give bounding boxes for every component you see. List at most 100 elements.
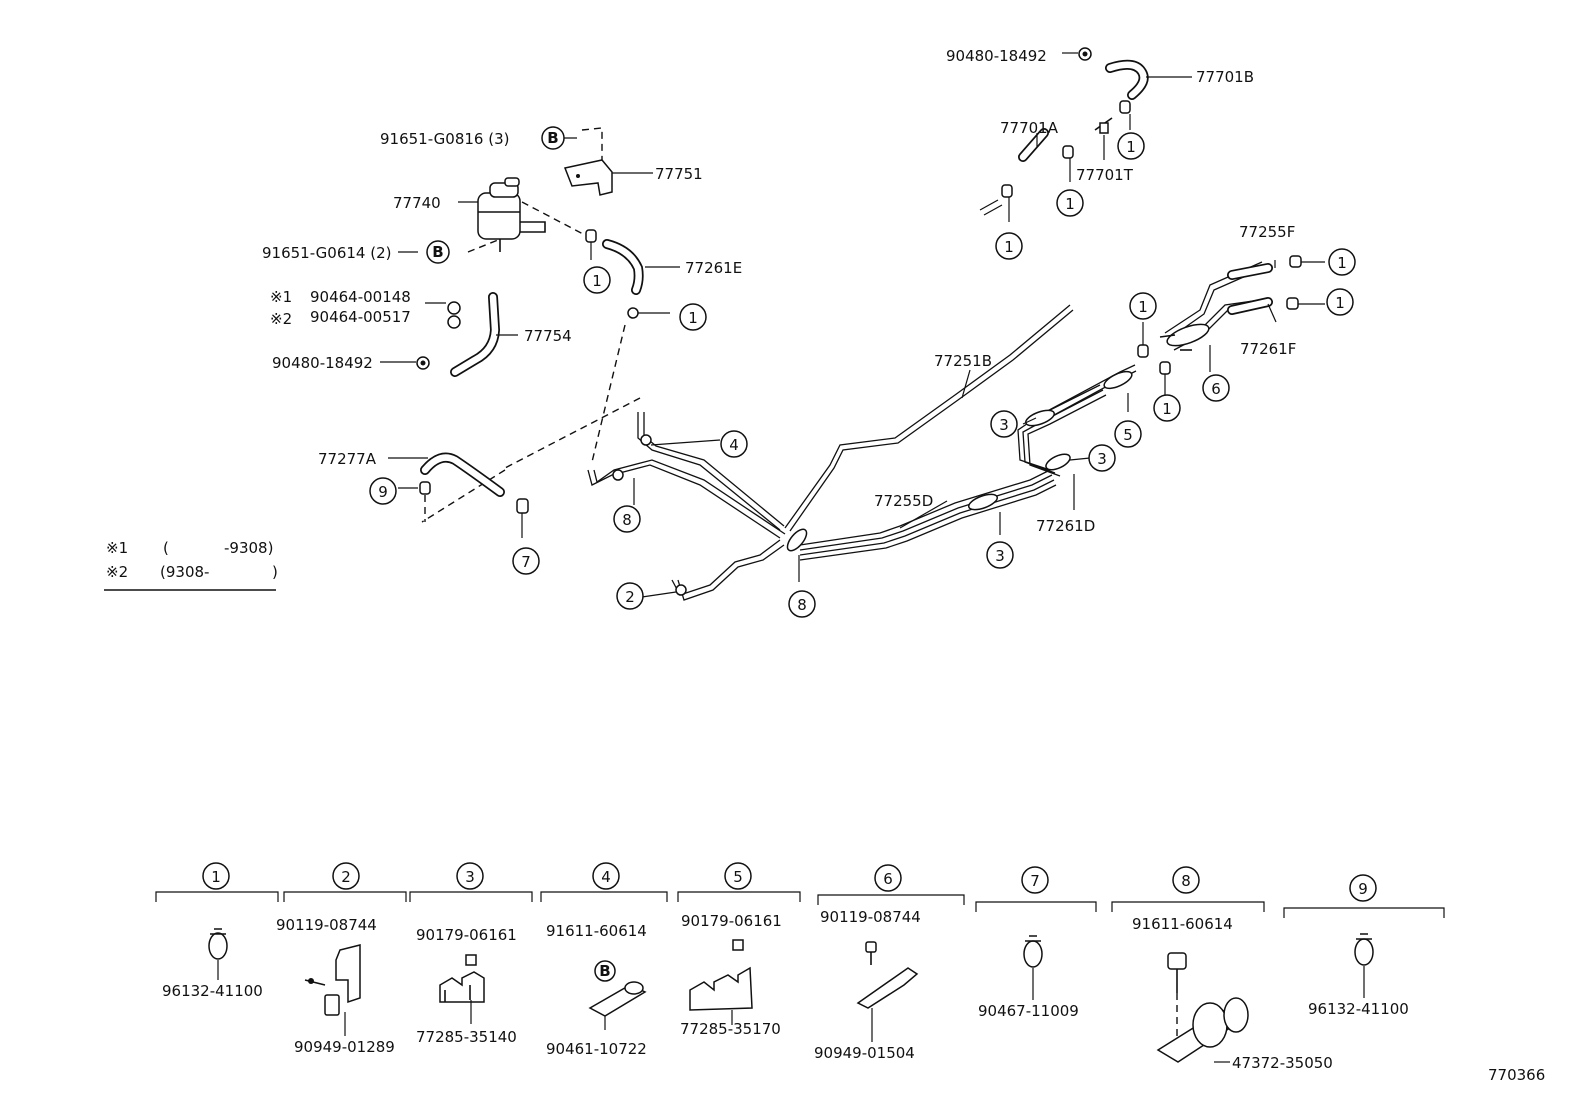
clamp-5-main	[1103, 370, 1133, 390]
callout-1-i: 1	[1153, 394, 1181, 422]
label-90480-18492-left: 90480-18492	[272, 354, 373, 372]
label-77701A: 77701A	[1000, 119, 1059, 137]
svg-text:1: 1	[688, 309, 698, 327]
note-row2-close: )	[272, 563, 278, 581]
part-90179-06161-g5: 90179-06161	[681, 912, 782, 930]
callout-b-lower: B	[426, 240, 450, 264]
callout-1-c: 1	[995, 232, 1023, 260]
callout-3-b: 3	[1088, 444, 1116, 472]
svg-text:9: 9	[1358, 880, 1368, 898]
svg-text:1: 1	[1065, 195, 1075, 213]
svg-text:1: 1	[211, 868, 221, 886]
clip-1e	[627, 307, 639, 319]
label-90464-00517: 90464-00517	[310, 308, 411, 326]
hose-77754	[450, 292, 501, 377]
clip-1d	[585, 229, 597, 243]
svg-text:4: 4	[729, 436, 739, 454]
label-77261D: 77261D	[1036, 517, 1095, 535]
callout-b-detail: B	[594, 960, 616, 982]
note-row2-range: (9308-	[160, 563, 209, 581]
hose-clamp-icon-1	[208, 928, 228, 960]
svg-text:5: 5	[733, 868, 743, 886]
detail-group-7: 7 90467-11009	[975, 866, 1097, 1020]
callout-b-upper: B	[541, 126, 565, 150]
connector-77701T	[1094, 117, 1113, 134]
clip-9	[419, 481, 431, 495]
callout-1-d: 1	[583, 266, 611, 294]
part-90461-10722-g4: 90461-10722	[546, 1040, 647, 1058]
label-91651-G0816: 91651-G0816 (3)	[380, 130, 510, 148]
pipe-clamp-icon-3	[439, 954, 485, 1003]
label-note1-mark: ※1	[270, 288, 292, 306]
svg-text:1: 1	[592, 272, 602, 290]
svg-text:9: 9	[378, 483, 388, 501]
detail-group-5: 5 90179-06161 77285-35170	[677, 862, 801, 1038]
svg-text:B: B	[432, 243, 443, 261]
hose-77701A	[1018, 128, 1049, 162]
svg-text:1: 1	[1126, 138, 1136, 156]
callout-9: 9	[369, 477, 397, 505]
label-77754: 77754	[524, 327, 572, 345]
callout-3-a: 3	[990, 410, 1018, 438]
hose-77255F	[1227, 263, 1273, 280]
label-77751: 77751	[655, 165, 703, 183]
clip-1h	[1137, 344, 1149, 358]
callout-4: 4	[720, 430, 748, 458]
detail-group-9: 9 96132-41100	[1283, 874, 1445, 1018]
label-77740: 77740	[393, 194, 441, 212]
bolt-bracket-icon-6	[856, 941, 919, 1009]
label-note2-mark: ※2	[270, 310, 292, 328]
bracket-icon-2	[304, 944, 361, 1016]
detail-group-2: 2 90119-08744 90949-01289	[276, 862, 407, 1056]
callout-1-b: 1	[1056, 189, 1084, 217]
svg-text:1: 1	[1162, 400, 1172, 418]
callout-1-h: 1	[1129, 292, 1157, 320]
part-96132-41100-g1: 96132-41100	[162, 982, 263, 1000]
clip-90480-top	[1078, 47, 1092, 61]
note-row1-range: -9308)	[224, 539, 273, 557]
part-91611-60614-g8: 91611-60614	[1132, 915, 1233, 933]
label-77701B: 77701B	[1196, 68, 1254, 86]
serial-range-note: ※1 ( -9308) ※2 (9308- )	[104, 539, 278, 591]
clip-1c	[1119, 100, 1131, 114]
canister-group	[398, 127, 653, 253]
svg-text:7: 7	[1030, 872, 1040, 890]
figure-id: 770366	[1488, 1066, 1545, 1084]
part-47372-35050-g8: 47372-35050	[1232, 1054, 1333, 1072]
label-77261E: 77261E	[685, 259, 742, 277]
hose-77261F	[1227, 297, 1273, 315]
hose-77261E	[602, 239, 644, 295]
svg-text:8: 8	[622, 511, 632, 529]
svg-text:1: 1	[1138, 298, 1148, 316]
pipe-clamp-icon-5	[689, 939, 753, 1011]
clamp-3-c	[1045, 453, 1071, 471]
part-90179-06161-g3: 90179-06161	[416, 926, 517, 944]
svg-text:B: B	[599, 962, 610, 980]
clamp-6-main	[1166, 323, 1210, 347]
note-row2-mark: ※2	[106, 563, 128, 581]
clip-1i	[1159, 361, 1171, 375]
svg-text:3: 3	[999, 416, 1009, 434]
detail-group-6: 6 90119-08744 90949-01504	[814, 864, 965, 1062]
callout-1-e: 1	[679, 303, 707, 331]
part-77285-35140-g3: 77285-35140	[416, 1028, 517, 1046]
detail-group-4: 4 91611-60614 B 90461-10722	[540, 862, 668, 1058]
note-row1-mark: ※1	[106, 539, 128, 557]
main-fuel-pipes	[587, 261, 1265, 601]
clip-90480-left	[416, 356, 430, 370]
clamp-3-a	[968, 493, 998, 511]
hose-clamp-icon-7	[1023, 935, 1043, 968]
label-91651-G0614: 91651-G0614 (2)	[262, 244, 392, 262]
detail-group-8: 8 91611-60614 47372-35050	[1111, 866, 1333, 1072]
svg-text:B: B	[547, 129, 558, 147]
part-90467-11009-g7: 90467-11009	[978, 1002, 1079, 1020]
svg-text:1: 1	[1335, 294, 1345, 312]
svg-text:4: 4	[601, 868, 611, 886]
label-77255D: 77255D	[874, 492, 933, 510]
clip-1b	[1001, 184, 1013, 198]
hose-77277A	[420, 452, 505, 497]
clip-bracket-icon-4	[588, 981, 647, 1017]
svg-text:2: 2	[625, 588, 635, 606]
clamp-3-b	[1025, 409, 1055, 427]
callout-1-a: 1	[1117, 132, 1145, 160]
